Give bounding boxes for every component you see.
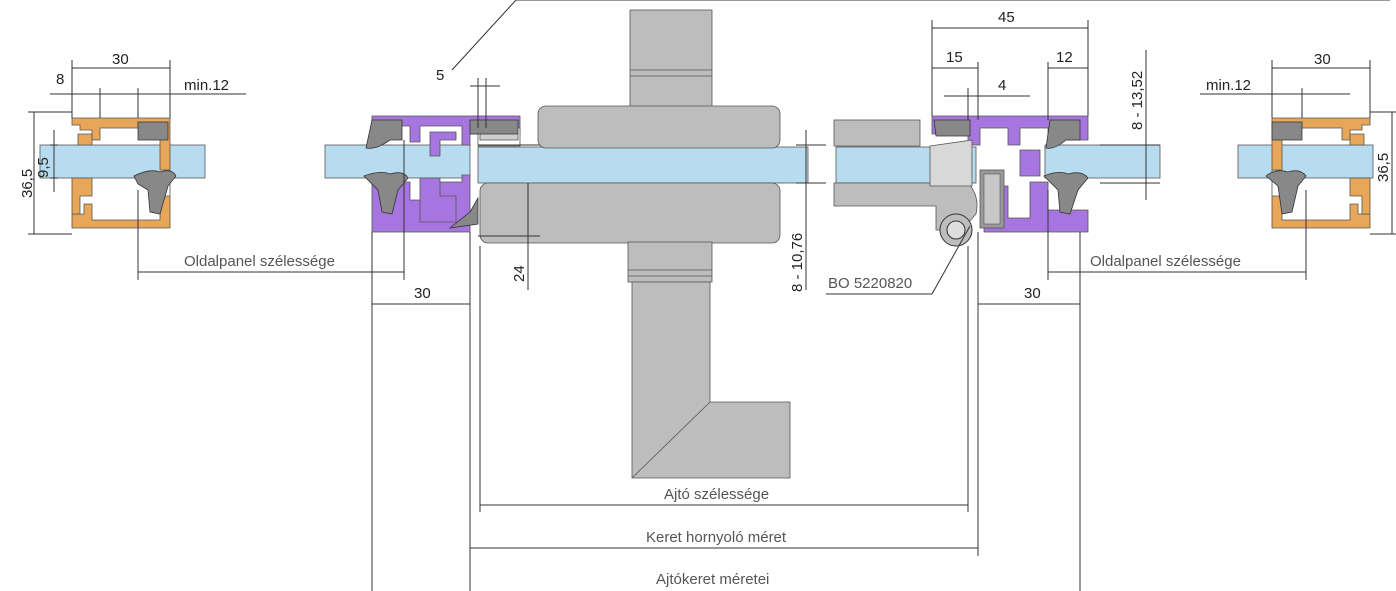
dim-right-15: 15	[946, 49, 963, 66]
dim-right-12: 12	[1056, 49, 1073, 66]
label-side-panel-left: Oldalpanel szélessége	[184, 253, 335, 270]
labels: Oldalpanel szélessége Oldalpanel széless…	[184, 253, 1241, 588]
dimension-texts: 30 8 min.12 36,5 9,5 5 30 24 8 - 10,76 4…	[19, 9, 1392, 302]
right-frame-profile	[931, 115, 1089, 233]
dim-frame-30-left: 30	[414, 285, 431, 302]
handle-neck	[627, 241, 713, 283]
dim-frame-5: 5	[436, 67, 444, 84]
handle-rose-bottom	[479, 182, 781, 244]
glass-panels	[39, 144, 1374, 184]
door-handle	[479, 9, 791, 479]
gasket-right-frame	[933, 119, 1089, 215]
label-side-panel-right: Oldalpanel szélessége	[1090, 253, 1241, 270]
dim-right-min12: min.12	[1206, 77, 1251, 94]
glass-door	[477, 146, 809, 184]
dim-left-36-5: 36,5	[19, 169, 36, 198]
glass-left-side	[39, 144, 206, 179]
label-door-width: Ajtó szélessége	[664, 486, 769, 503]
dim-right-4: 4	[998, 77, 1006, 94]
dim-handle-24: 24	[511, 265, 528, 282]
label-frame-groove: Keret hornyoló méret	[646, 529, 787, 546]
gasket-left-frame	[363, 119, 519, 229]
dim-left-min12: min.12	[184, 77, 229, 94]
dim-left-9-5: 9,5	[35, 157, 52, 178]
dim-right-30: 30	[1314, 51, 1331, 68]
dim-glass-range-right: 8 - 13,52	[1129, 71, 1146, 130]
door-hinge	[833, 119, 978, 247]
dim-right-36-5: 36,5	[1375, 153, 1392, 182]
label-part-code: BO 5220820	[828, 275, 912, 292]
handle-lever	[631, 281, 791, 479]
dim-glass-range-left: 8 - 10,76	[789, 233, 806, 292]
gaskets	[133, 119, 1307, 229]
dim-left-30: 30	[112, 51, 129, 68]
dim-frame-30-right: 30	[1024, 285, 1041, 302]
dimension-lines	[28, 0, 1396, 591]
gasket-left-side	[133, 121, 177, 215]
dim-left-8: 8	[56, 71, 64, 88]
label-frame-dims: Ajtókeret méretei	[656, 571, 769, 588]
gasket-right-side	[1265, 121, 1307, 215]
handle-bar-top	[629, 9, 713, 111]
handle-rose-top	[537, 105, 781, 149]
dim-right-45: 45	[998, 9, 1015, 26]
glass-right-side	[1237, 144, 1374, 179]
